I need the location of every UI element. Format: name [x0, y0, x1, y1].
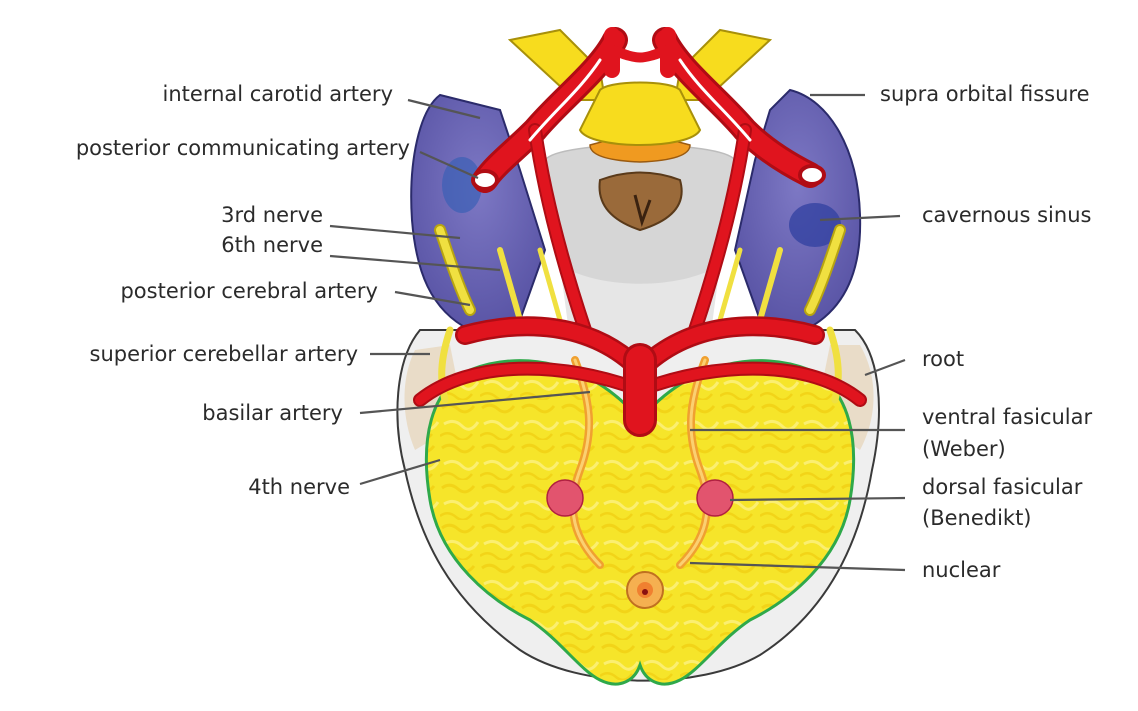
label-3rd-nerve: 3rd nerve: [221, 203, 323, 227]
oculomotor-nucleus: [627, 572, 663, 608]
label-dorsal-fasicular: dorsal fasicular: [922, 475, 1082, 499]
label-posterior-communicating-artery: posterior communicating artery: [76, 136, 410, 160]
label-root: root: [922, 347, 964, 371]
label-superior-cerebellar-artery: superior cerebellar artery: [90, 342, 359, 366]
label-cavernous-sinus: cavernous sinus: [922, 203, 1091, 227]
label-4th-nerve: 4th nerve: [248, 475, 350, 499]
label-basilar-artery: basilar artery: [202, 401, 343, 425]
label-ventral-fasicular: ventral fasicular: [922, 405, 1092, 429]
label-6th-nerve: 6th nerve: [221, 233, 323, 257]
label-benedikt: (Benedikt): [922, 506, 1032, 530]
label-nuclear: nuclear: [922, 558, 1000, 582]
label-weber: (Weber): [922, 437, 1006, 461]
label-posterior-cerebral-artery: posterior cerebral artery: [120, 279, 378, 303]
label-internal-carotid-artery: internal carotid artery: [163, 82, 393, 106]
label-supra-orbital-fissure: supra orbital fissure: [880, 82, 1090, 106]
